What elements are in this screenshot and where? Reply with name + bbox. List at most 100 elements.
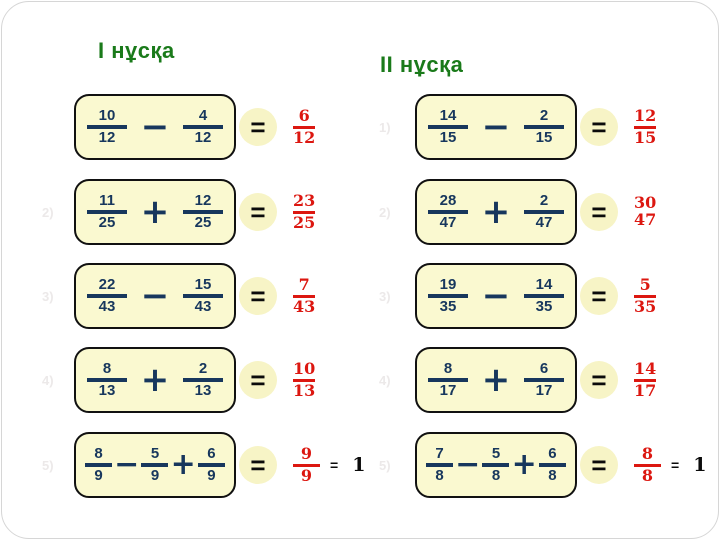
numerator: 7 <box>298 274 310 294</box>
numerator: 15 <box>194 276 212 294</box>
fraction-bar <box>634 294 657 298</box>
denominator: 8 <box>548 467 557 484</box>
denominator: 43 <box>194 298 212 315</box>
fraction-bar <box>293 463 320 467</box>
fraction-bar <box>85 463 112 467</box>
equals-sign: = <box>250 281 266 311</box>
fraction-bar <box>87 125 127 129</box>
numerator: 11 <box>99 192 115 210</box>
equals-sign: = <box>250 365 266 395</box>
numerator: 8 <box>641 443 654 463</box>
fraction-bar <box>428 125 468 129</box>
equals-circle: = <box>239 193 277 231</box>
denominator: 35 <box>535 298 553 315</box>
numerator: 6 <box>298 105 310 125</box>
equals-sign: = <box>250 197 266 227</box>
denominator: 8 <box>491 467 501 484</box>
fraction-bar <box>428 294 468 298</box>
fraction-bar <box>293 294 316 298</box>
equals-sign: = <box>671 457 680 473</box>
equals-circle: = <box>580 108 618 146</box>
denominator: 8 <box>435 467 444 484</box>
numerator: 12 <box>634 105 657 125</box>
numerator: 2 <box>198 360 208 378</box>
fraction-bar <box>87 210 127 214</box>
equals-circle: = <box>239 446 277 484</box>
numerator: 14 <box>535 276 553 294</box>
denominator: 47 <box>634 210 657 229</box>
numerator: 10 <box>293 358 316 378</box>
denominator: 17 <box>439 382 457 399</box>
row-number-label: 4) <box>379 372 391 388</box>
row-number-label: 4) <box>42 372 54 388</box>
fraction-bar <box>141 463 169 467</box>
minus-operator: − <box>140 276 170 316</box>
denominator: 47 <box>439 214 457 231</box>
plus-operator: + <box>170 447 196 482</box>
row-number-label: 3) <box>379 288 391 304</box>
numerator: 6 <box>207 445 216 463</box>
denominator: 13 <box>293 380 316 400</box>
equals-sign: = <box>250 112 266 142</box>
numerator: 8 <box>94 445 103 463</box>
denominator: 13 <box>98 382 116 399</box>
equals-circle: = <box>580 277 618 315</box>
denominator: 9 <box>150 467 160 484</box>
numerator: 30 <box>634 193 657 213</box>
result-value: 1 <box>693 454 707 476</box>
equals-circle: = <box>580 446 618 484</box>
plus-operator: + <box>140 360 170 400</box>
fraction-bar <box>634 378 657 382</box>
variant-1-title: І нұсқа <box>98 38 175 63</box>
equals-sign: = <box>330 457 339 473</box>
denominator: 8 <box>641 465 654 485</box>
numerator: 22 <box>98 276 116 294</box>
denominator: 17 <box>535 382 553 399</box>
row-number-label: 3) <box>42 288 54 304</box>
plus-operator: + <box>140 192 170 232</box>
denominator: 17 <box>634 380 657 400</box>
fraction-bar <box>293 125 316 129</box>
equals-circle: = <box>239 361 277 399</box>
numerator: 6 <box>539 360 549 378</box>
denominator: 25 <box>194 214 212 231</box>
denominator: 35 <box>634 296 657 316</box>
row-number-label: 1) <box>379 119 391 135</box>
equals-circle: = <box>239 108 277 146</box>
fraction-bar <box>183 210 223 214</box>
equals-circle: = <box>580 361 618 399</box>
fraction-bar <box>482 463 510 467</box>
result-value: 1 <box>352 454 366 476</box>
equals-sign: = <box>591 112 607 142</box>
denominator: 12 <box>98 129 116 146</box>
